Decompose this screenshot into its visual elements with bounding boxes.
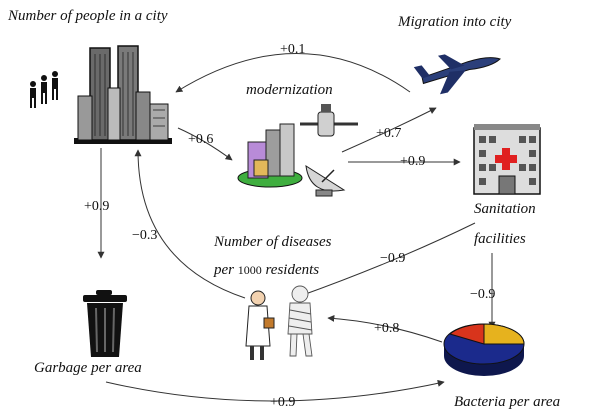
hospital-icon bbox=[473, 124, 541, 195]
mummy-patient-icon bbox=[287, 285, 313, 357]
edge-label-sanitation-to-diseases: −0.9 bbox=[380, 251, 406, 266]
edge-label-sanitation-to-bacteria: −0.9 bbox=[470, 287, 496, 302]
node-modernization-label: modernization bbox=[246, 82, 333, 98]
arrow-modernization-to-migration bbox=[341, 107, 437, 153]
arrow-diseases-to-people bbox=[134, 149, 246, 299]
arrow-bacteria-to-diseases bbox=[327, 314, 443, 343]
edge-label-migration-to-people: +0.1 bbox=[280, 42, 306, 57]
airplane-icon bbox=[413, 54, 501, 95]
satellite-dish-icon bbox=[305, 165, 346, 197]
node-migration-label: Migration into city bbox=[398, 14, 512, 30]
pie-chart-icon bbox=[443, 323, 525, 376]
edge-label-diseases-to-people: −0.3 bbox=[132, 228, 158, 243]
edge-label-modernization-to-sanitation: +0.9 bbox=[400, 154, 426, 169]
satellite-icon bbox=[300, 104, 358, 137]
edge-label-bacteria-to-diseases: +0.8 bbox=[374, 321, 400, 336]
edge-label-modernization-to-migration: +0.7 bbox=[376, 126, 402, 141]
doctor-icon bbox=[245, 290, 275, 360]
edge-label-garbage-to-bacteria: +0.9 bbox=[270, 395, 296, 410]
diseases-per-text: per bbox=[214, 262, 234, 278]
arrow-garbage-to-bacteria bbox=[105, 379, 445, 402]
city-skyline-icon bbox=[74, 45, 172, 144]
people-icon bbox=[30, 71, 58, 108]
trash-can-icon bbox=[83, 290, 127, 357]
node-garbage-label: Garbage per area bbox=[34, 360, 142, 376]
edge-label-people-to-garbage: +0.9 bbox=[84, 199, 110, 214]
node-diseases-label-line1: Number of diseases bbox=[214, 234, 332, 250]
node-sanitation-label-line1: Sanitation bbox=[474, 201, 536, 217]
node-diseases-label-line2: per 1000 residents bbox=[214, 262, 319, 279]
edge-label-people-to-modernization: +0.6 bbox=[188, 132, 214, 147]
arrow-people-to-modernization bbox=[177, 127, 233, 161]
arrow-sanitation-to-diseases bbox=[299, 222, 476, 298]
diseases-residents-text: residents bbox=[265, 262, 320, 278]
node-sanitation-label-line2: facilities bbox=[474, 231, 526, 247]
arrow-migration-to-people bbox=[175, 53, 411, 93]
diseases-number-text: 1000 bbox=[237, 263, 262, 277]
node-people-label: Number of people in a city bbox=[8, 8, 168, 24]
modern-city-icon bbox=[237, 123, 303, 188]
node-bacteria-label: Bacteria per area bbox=[454, 394, 561, 410]
